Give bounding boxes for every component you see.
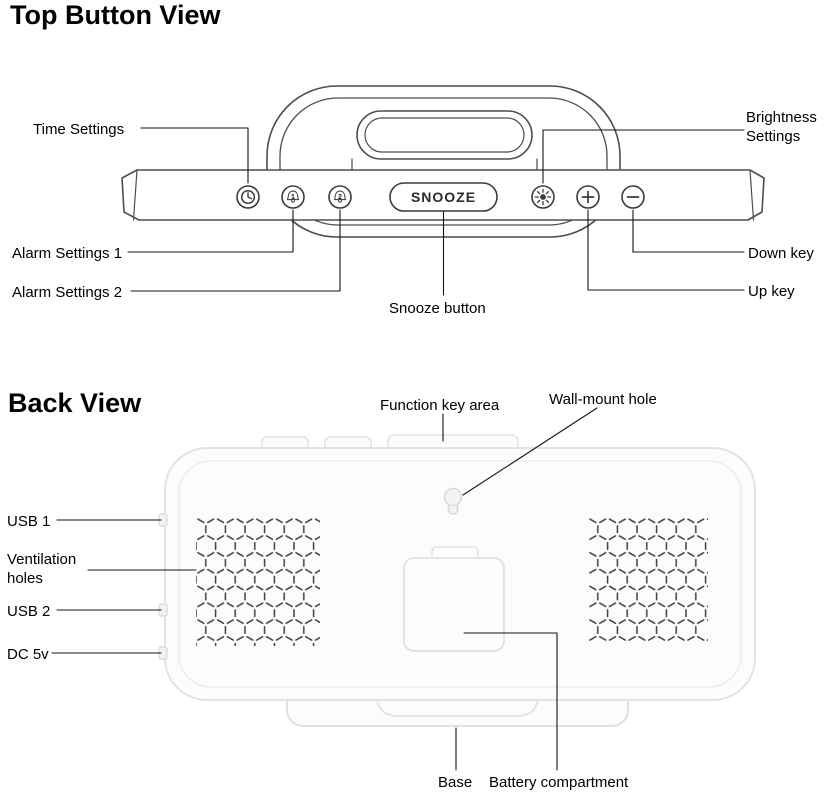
- stand-slot: [376, 699, 539, 717]
- handle-grip-inner: [364, 117, 525, 153]
- top-view-leader-lines: [127, 127, 745, 296]
- back-view-leader-lines: [51, 407, 598, 771]
- label-base: Base: [438, 774, 473, 791]
- leader-time-settings: [140, 127, 249, 184]
- back-view-title: Back View: [8, 388, 142, 418]
- handle-grip-outer: [356, 110, 533, 160]
- label-usb-1: USB 1: [7, 513, 51, 530]
- battery-compartment-shape: [403, 557, 505, 652]
- up-key-button: [576, 185, 600, 209]
- label-function-key-area: Function key area: [380, 397, 500, 414]
- label-wall-mount-hole: Wall-mount hole: [549, 391, 657, 408]
- leader-alarm-2: [130, 209, 341, 292]
- top-view-title: Top Button View: [10, 0, 221, 30]
- leader-brightness: [542, 129, 745, 184]
- label-snooze-button: Snooze button: [389, 300, 486, 317]
- leader-alarm-1: [127, 209, 294, 253]
- sun-icon: [534, 188, 552, 206]
- back-view-drawing: [51, 407, 756, 771]
- back-body-inner: [178, 460, 742, 688]
- label-ventilation-holes: Ventilation holes: [7, 551, 77, 587]
- clock-icon: [240, 189, 256, 205]
- top-view-drawing: 1 2 SNOOZE: [121, 85, 765, 296]
- label-up-key: Up key: [748, 283, 795, 300]
- snooze-text: SNOOZE: [411, 189, 476, 205]
- plus-icon: [581, 190, 595, 204]
- wall-mount-hole-shape: [443, 487, 463, 515]
- snooze-pill: SNOOZE: [389, 182, 498, 212]
- svg-text:2: 2: [338, 194, 342, 201]
- label-alarm-settings-1: Alarm Settings 1: [12, 245, 123, 262]
- label-usb-2: USB 2: [7, 603, 51, 620]
- bar-right-seam: [749, 169, 755, 221]
- label-time-settings: Time Settings: [33, 121, 125, 138]
- bell-1-icon: 1: [286, 190, 300, 203]
- ventilation-holes-left: [196, 518, 320, 646]
- svg-text:1: 1: [291, 194, 295, 201]
- time-settings-button: [236, 185, 260, 209]
- label-down-key: Down key: [748, 245, 814, 262]
- label-dc-5v: DC 5v: [7, 646, 49, 663]
- leader-battery-compartment: [463, 632, 558, 771]
- bar-left-seam: [132, 169, 138, 221]
- alarm-settings-1-button: 1: [281, 185, 305, 209]
- down-key-button: [621, 185, 645, 209]
- brightness-button: [531, 185, 555, 209]
- label-alarm-settings-2: Alarm Settings 2: [12, 284, 123, 301]
- label-battery-compartment: Battery compartment: [489, 774, 629, 791]
- bell-2-icon: 2: [333, 190, 347, 203]
- label-brightness-settings: Brightness Settings: [746, 109, 817, 145]
- ventilation-holes-right: [589, 517, 708, 641]
- leader-down-key: [632, 209, 745, 253]
- leader-wall-mount-hole: [462, 407, 598, 496]
- leader-up-key: [587, 209, 745, 291]
- alarm-settings-2-button: 2: [328, 185, 352, 209]
